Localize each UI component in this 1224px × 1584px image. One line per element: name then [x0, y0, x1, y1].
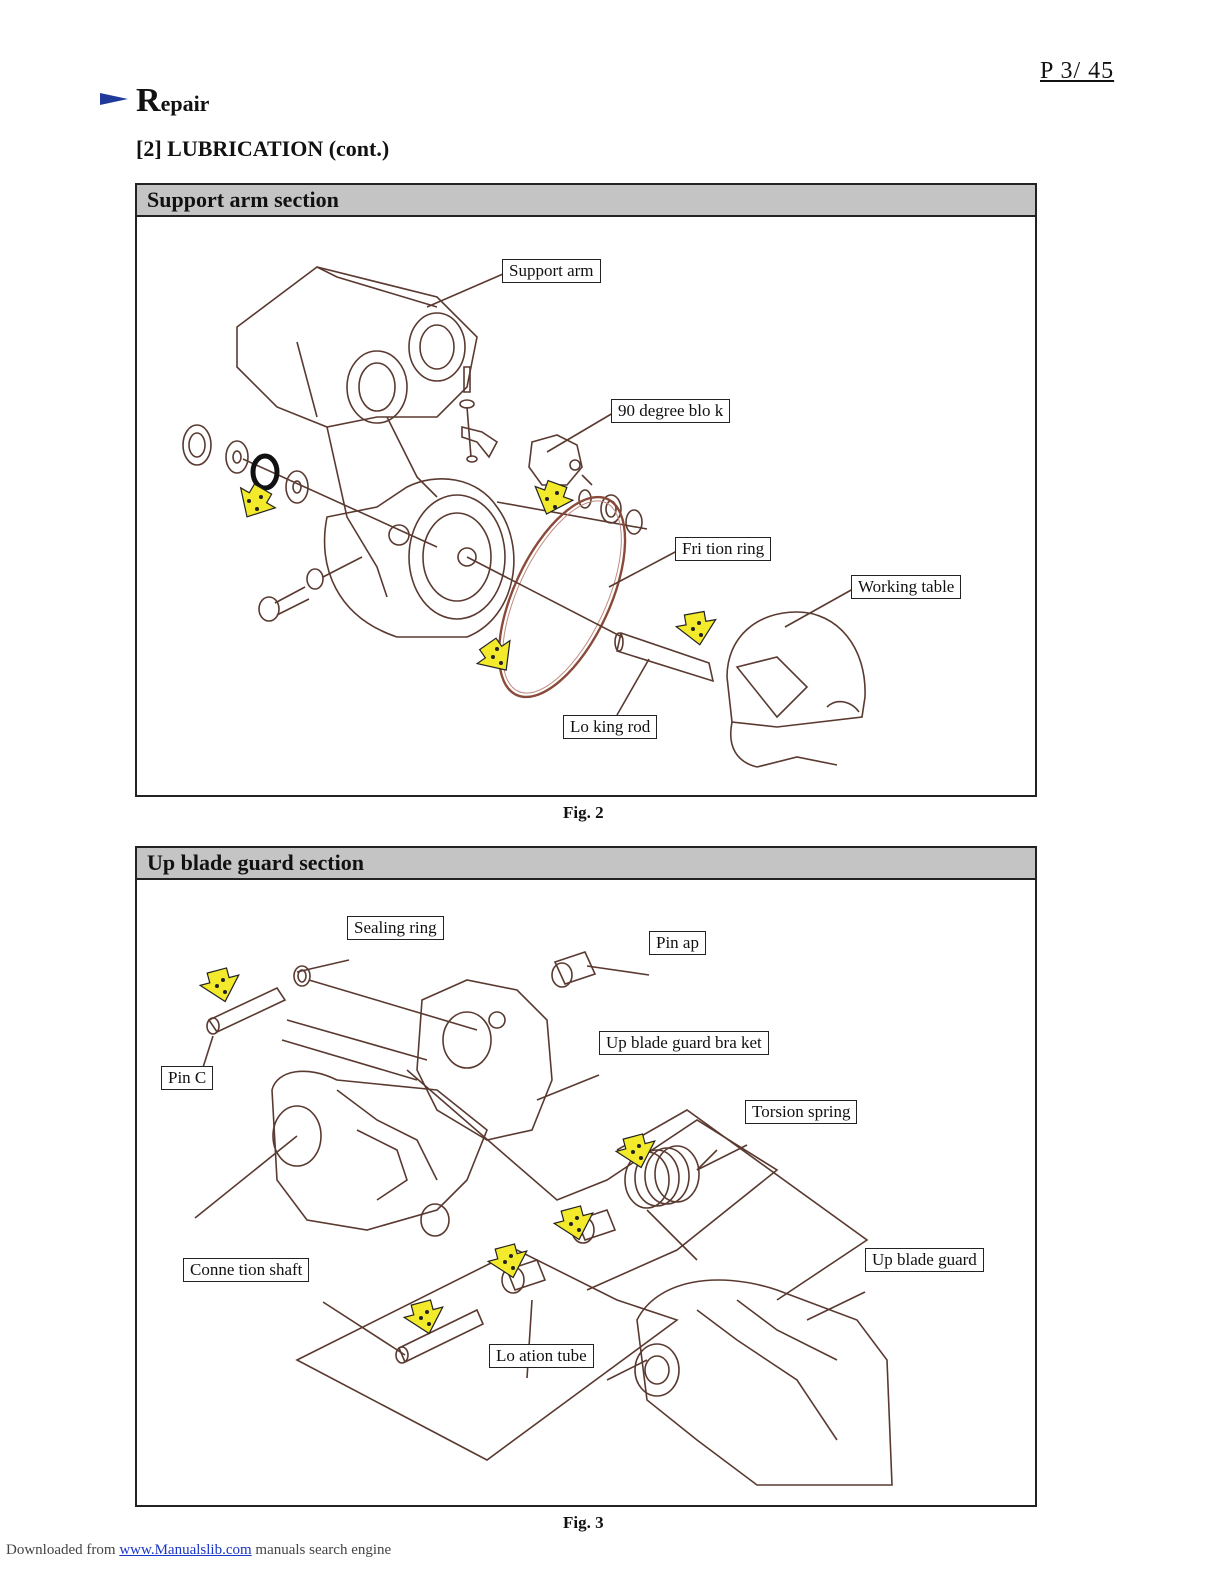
label-pin-cap: Pin ap	[649, 931, 706, 955]
section-title: Support arm section	[137, 185, 1035, 217]
label-sealing-ring: Sealing ring	[347, 916, 444, 940]
up-blade-guard-diagram-area: Sealing ring Pin ap Pin C Up blade guard…	[137, 880, 1035, 1507]
label-connection-shaft: Conne tion shaft	[183, 1258, 310, 1282]
figure-caption-2: Fig. 2	[563, 803, 604, 822]
label-friction-ring: Fri tion ring	[675, 537, 772, 561]
section-title: Up blade guard section	[137, 848, 1035, 880]
page-number: P 3/ 45	[1040, 58, 1115, 84]
label-90-degree-block: 90 degree blo k	[611, 399, 731, 423]
up-blade-guard-section: Up blade guard section	[135, 846, 1037, 1507]
label-torsion-spring: Torsion spring	[745, 1100, 858, 1124]
grease-marker-icons	[198, 967, 656, 1335]
footer-prefix: Downloaded from	[6, 1542, 116, 1558]
label-location-tube: Lo ation tube	[489, 1344, 594, 1368]
section-heading: R epair	[100, 82, 209, 120]
label-up-blade-guard: Up blade guard	[865, 1248, 984, 1272]
support-arm-exploded-diagram	[182, 266, 866, 768]
label-pin-c: Pin C	[161, 1066, 214, 1090]
label-up-blade-guard-bracket: Up blade guard bra ket	[599, 1031, 769, 1055]
footer-suffix: manuals search engine	[255, 1542, 392, 1558]
label-locking-rod: Lo king rod	[563, 715, 658, 739]
figure-caption-3: Fig. 3	[563, 1513, 604, 1532]
page-subtitle: [2] LUBRICATION (cont.)	[136, 136, 390, 161]
grease-marker-icons	[239, 479, 717, 671]
manualslib-link[interactable]: www.Manualslib.com	[119, 1542, 252, 1558]
up-blade-guard-exploded-diagram	[194, 951, 893, 1486]
label-support-arm: Support arm	[502, 259, 601, 283]
label-working-table: Working table	[851, 575, 962, 599]
page-footer: Downloaded from www.Manualslib.com manua…	[6, 1542, 391, 1559]
support-arm-section: Support arm section	[135, 183, 1037, 797]
triangle-arrow-icon	[100, 93, 128, 105]
support-arm-diagram-area: Support arm 90 degree blo k Fri tion rin…	[137, 217, 1035, 797]
heading-rest: epair	[160, 91, 210, 116]
heading-initial: R	[136, 82, 161, 119]
